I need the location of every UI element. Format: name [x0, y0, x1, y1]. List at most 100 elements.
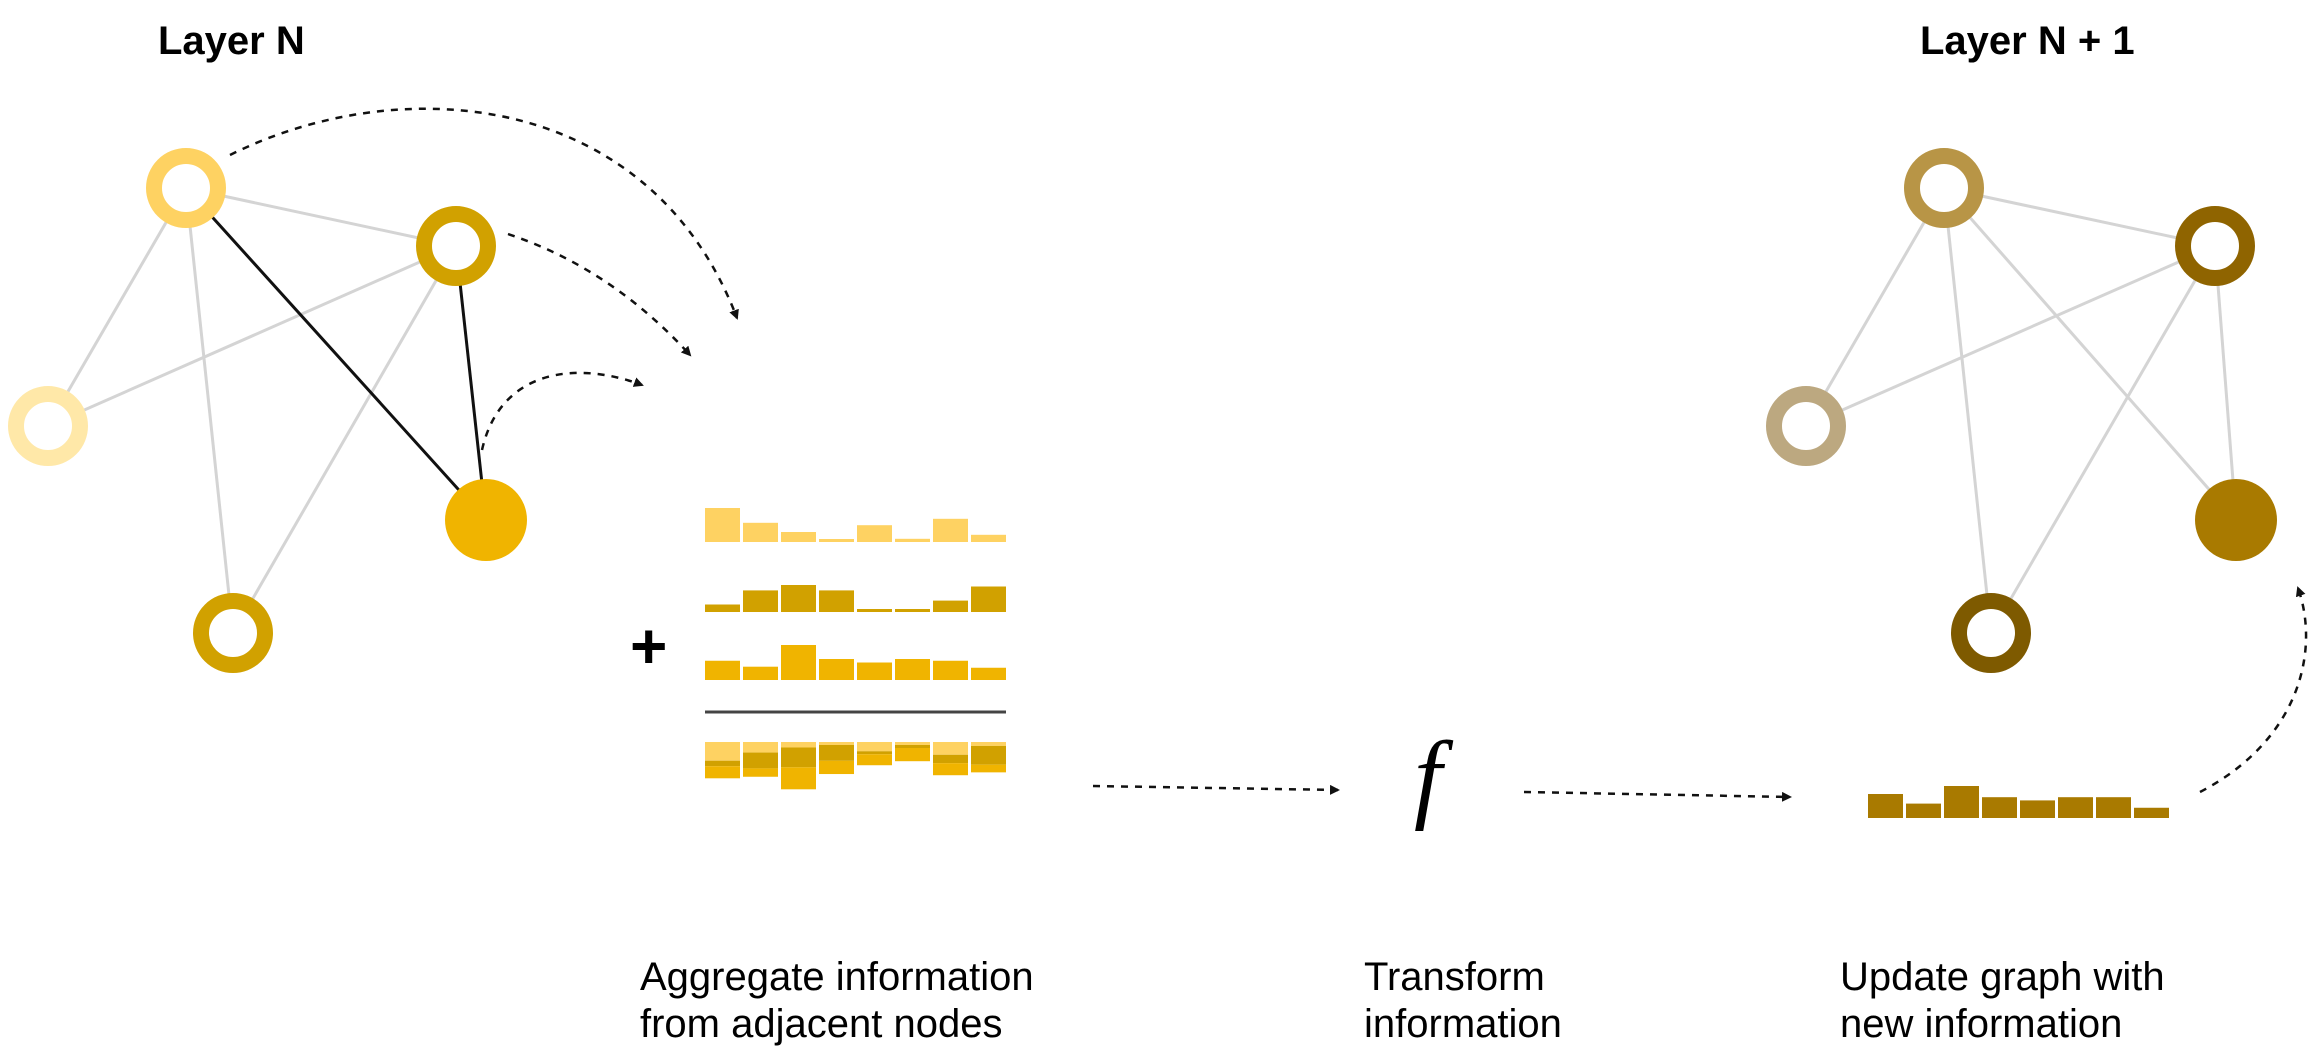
target-node	[445, 479, 527, 561]
aggregated-bar-segment	[857, 754, 892, 766]
layer-n-graph	[8, 148, 527, 673]
graph-edge	[184, 187, 235, 634]
neighbor-1-feature-vector	[705, 508, 1006, 542]
feature-bar	[895, 609, 930, 612]
graph-edge	[1942, 187, 1993, 634]
feature-bar	[857, 525, 892, 542]
feature-bar	[971, 667, 1006, 680]
feature-bar	[1906, 803, 1941, 818]
neighbor-3-feature-vector	[705, 645, 1006, 680]
transform-caption-line-1: Transform	[1364, 955, 1545, 999]
aggregated-bar-segment	[895, 745, 930, 748]
aggregated-bar-segment	[705, 766, 740, 779]
aggregated-bar-segment	[743, 752, 778, 769]
graph-edge	[1943, 186, 2216, 248]
graph-edge	[46, 187, 188, 427]
aggregated-bar-segment	[933, 742, 968, 755]
update-caption-line-1: Update graph with	[1840, 955, 2165, 999]
graph-node	[1766, 386, 1846, 466]
graph-node	[2175, 206, 2255, 286]
aggregated-bar-segment	[895, 748, 930, 762]
updated-node	[2195, 479, 2277, 561]
aggregate-caption-line-2: from adjacent nodes	[640, 1002, 1002, 1046]
aggregated-bar-segment	[819, 742, 854, 745]
feature-bar	[705, 660, 740, 680]
feature-bar	[743, 666, 778, 680]
graph-edge	[1805, 244, 2216, 428]
graph-edge	[47, 244, 457, 428]
graph-edge	[1804, 187, 1946, 427]
neighbor-2-feature-vector	[705, 585, 1006, 612]
layer-n-title: Layer N	[158, 19, 305, 63]
aggregated-bar-segment	[895, 742, 930, 745]
highlighted-edge	[184, 186, 488, 522]
aggregated-bar-segment	[743, 742, 778, 753]
aggregated-bar-segment	[781, 747, 816, 768]
aggregation-block: +	[630, 508, 1006, 790]
to-output-arrow	[1523, 790, 1792, 802]
feature-bar	[743, 522, 778, 542]
feature-bar	[2134, 807, 2169, 818]
aggregated-bar-segment	[705, 742, 740, 761]
aggregated-bar-segment	[971, 764, 1006, 773]
graph-node	[1951, 593, 2031, 673]
feature-bar	[1868, 794, 1903, 818]
graph-node	[193, 593, 273, 673]
plus-sign: +	[630, 610, 667, 682]
feature-bar	[743, 590, 778, 612]
graph-edge	[185, 186, 457, 248]
graph-node	[8, 386, 88, 466]
feature-bar	[781, 532, 816, 542]
feature-bar	[705, 604, 740, 612]
feature-bar	[933, 518, 968, 542]
aggregated-bar-segment	[971, 742, 1006, 746]
gather-arrow	[507, 232, 692, 357]
feature-bar	[1944, 786, 1979, 818]
graph-edge	[1989, 245, 2217, 634]
aggregated-bar-segment	[857, 751, 892, 755]
aggregated-bar-segment	[819, 745, 854, 761]
feature-bar	[819, 659, 854, 680]
output-feature-vector	[1868, 786, 2169, 818]
aggregated-bar-segment	[781, 742, 816, 748]
feature-bar	[933, 600, 968, 612]
aggregated-bar-segment	[743, 768, 778, 777]
to-transform-arrow	[1092, 784, 1340, 795]
aggregated-bar-segment	[971, 745, 1006, 765]
neighbor-node	[146, 148, 226, 228]
feature-bar	[857, 662, 892, 680]
gather-arrow	[229, 107, 739, 320]
aggregate-caption-line-1: Aggregate information	[640, 955, 1034, 999]
feature-bar	[2096, 797, 2131, 818]
feature-bar	[895, 659, 930, 680]
aggregated-bar-segment	[933, 763, 968, 776]
feature-bar	[933, 660, 968, 680]
aggregated-bar-segment	[857, 742, 892, 752]
feature-bar	[819, 590, 854, 612]
feature-bar	[781, 585, 816, 612]
feature-bar	[781, 645, 816, 680]
graph-edge	[231, 245, 458, 634]
transform-caption-line-2: information	[1364, 1002, 1562, 1046]
feature-bar	[857, 609, 892, 612]
feature-bar	[971, 534, 1006, 542]
feature-bar	[2020, 800, 2055, 818]
feature-bar	[1982, 797, 2017, 818]
graph-edge	[1942, 187, 2238, 521]
feature-bar	[2058, 797, 2093, 818]
graph-edge	[2213, 245, 2238, 521]
aggregated-bar-segment	[781, 767, 816, 790]
feature-bar	[895, 538, 930, 542]
aggregated-feature-vector	[705, 742, 1006, 790]
update-caption-line-2: new information	[1840, 1002, 2122, 1046]
graph-node	[1904, 148, 1984, 228]
gather-arrow	[480, 371, 644, 451]
update-arrow	[2199, 586, 2308, 794]
feature-bar	[819, 539, 854, 542]
layer-n-plus-1-title: Layer N + 1	[1920, 19, 2135, 63]
aggregated-bar-segment	[819, 760, 854, 775]
neighbor-node	[416, 206, 496, 286]
layer-n-plus-1-graph	[1766, 148, 2277, 673]
